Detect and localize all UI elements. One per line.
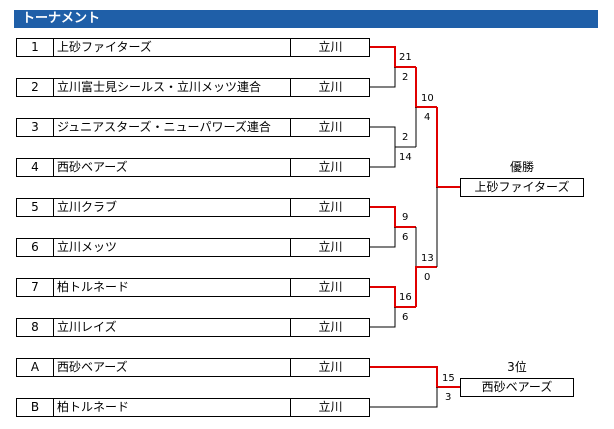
team-name: 柏トルネード xyxy=(57,400,130,414)
score: 0 xyxy=(424,272,431,283)
score: 15 xyxy=(442,373,455,384)
third-place-label: 3位 xyxy=(507,360,527,374)
seed-number: A xyxy=(17,359,54,376)
team-name: 立川富士見シールス・立川メッツ連合 xyxy=(57,80,262,94)
third-place-team: 西砂ベアーズ xyxy=(460,378,574,397)
entry-row: 5 立川クラブ 立川 xyxy=(16,198,370,217)
team-region: 立川 xyxy=(290,399,370,416)
entry-row: 1 上砂ファイターズ 立川 xyxy=(16,38,370,57)
bracket-line-winner xyxy=(370,286,416,308)
score: 16 xyxy=(399,292,412,303)
seed-number: 3 xyxy=(17,119,54,136)
seed-number: 2 xyxy=(17,79,54,96)
team-region: 立川 xyxy=(290,119,370,136)
team-name: 上砂ファイターズ xyxy=(57,40,152,54)
page-title: トーナメント xyxy=(22,11,101,26)
team-region: 立川 xyxy=(290,239,370,256)
seed-number: 7 xyxy=(17,279,54,296)
team-name: 立川クラブ xyxy=(57,200,118,214)
score: 6 xyxy=(402,232,409,243)
bracket-line xyxy=(370,67,396,88)
score: 21 xyxy=(399,52,412,63)
entry-row: 4 西砂ベアーズ 立川 xyxy=(16,158,370,177)
seed-number: B xyxy=(17,399,54,416)
bracket-line xyxy=(370,307,396,328)
team-region: 立川 xyxy=(290,359,370,376)
bracket-line xyxy=(370,126,396,147)
score: 2 xyxy=(402,132,409,143)
bracket-line-winner xyxy=(415,266,437,307)
seed-number: 4 xyxy=(17,159,54,176)
score: 6 xyxy=(402,312,409,323)
team-name: 西砂ベアーズ xyxy=(57,360,128,374)
champion-label: 優勝 xyxy=(509,160,534,174)
team-region: 立川 xyxy=(290,159,370,176)
score: 13 xyxy=(421,253,434,264)
entry-row: 3 ジュニアスターズ・ニューパワーズ連合 立川 xyxy=(16,118,370,137)
seed-number: 8 xyxy=(17,319,54,336)
seed-number: 1 xyxy=(17,39,54,56)
bracket-line-winner xyxy=(436,107,460,188)
score: 3 xyxy=(445,392,452,403)
team-region: 立川 xyxy=(290,319,370,336)
score: 4 xyxy=(424,112,431,123)
bracket-line xyxy=(370,146,416,168)
score: 10 xyxy=(421,93,434,104)
champion-team: 上砂ファイターズ xyxy=(460,178,584,197)
score: 9 xyxy=(402,212,409,223)
entry-row: 6 立川メッツ 立川 xyxy=(16,238,370,257)
team-region: 立川 xyxy=(290,39,370,56)
team-region: 立川 xyxy=(290,79,370,96)
bracket-line xyxy=(370,387,438,408)
entry-row: 7 柏トルネード 立川 xyxy=(16,278,370,297)
team-name: 立川メッツ xyxy=(57,240,118,254)
title-bar: トーナメント xyxy=(14,10,598,28)
entry-row: B 柏トルネード 立川 xyxy=(16,398,370,417)
team-region: 立川 xyxy=(290,199,370,216)
score: 14 xyxy=(399,152,412,163)
score: 2 xyxy=(402,72,409,83)
bracket-line-winner xyxy=(370,206,416,228)
seed-number: 5 xyxy=(17,199,54,216)
team-name: ジュニアスターズ・ニューパワーズ連合 xyxy=(57,120,271,134)
entry-row: A 西砂ベアーズ 立川 xyxy=(16,358,370,377)
team-region: 立川 xyxy=(290,279,370,296)
team-name: 柏トルネード xyxy=(57,280,130,294)
entry-row: 2 立川富士見シールス・立川メッツ連合 立川 xyxy=(16,78,370,97)
bracket-line-winner xyxy=(370,366,460,388)
seed-number: 6 xyxy=(17,239,54,256)
bracket-line-winner xyxy=(370,46,416,68)
bracket-line xyxy=(370,227,396,248)
entry-row: 8 立川レイズ 立川 xyxy=(16,318,370,337)
team-name: 西砂ベアーズ xyxy=(57,160,128,174)
team-name: 立川レイズ xyxy=(57,320,117,334)
